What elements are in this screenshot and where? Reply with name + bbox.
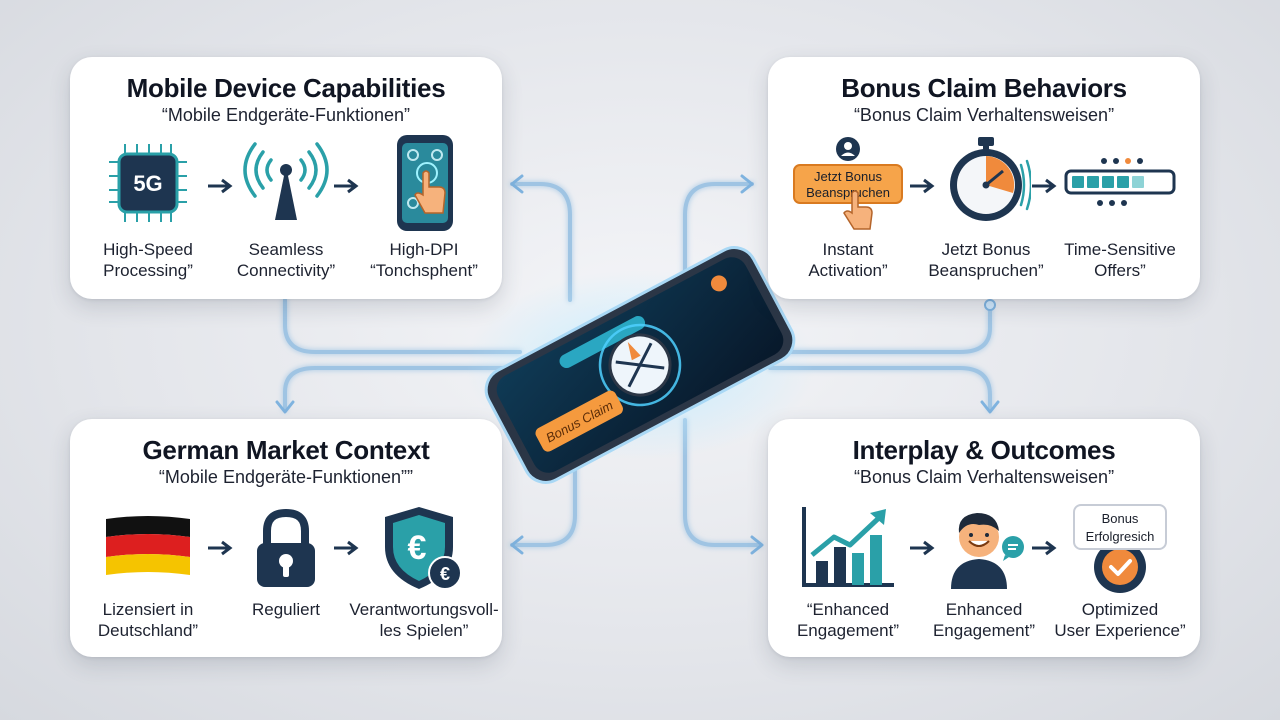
connector-bottom-left xyxy=(283,366,522,412)
panel-bonus-claim-behaviors: Bonus Claim Behaviors “Bonus Claim Verha… xyxy=(768,57,1200,299)
item-label: Instant xyxy=(822,240,874,259)
claim-button-icon: Jetzt Bonus Beanspruchen xyxy=(793,137,903,230)
happy-user-icon xyxy=(951,513,1024,589)
item-label: Processing” xyxy=(103,261,193,280)
panel-subtitle: “Bonus Claim Verhaltensweisen” xyxy=(853,467,1115,487)
item-label: High-Speed xyxy=(103,240,193,259)
growth-chart-icon xyxy=(802,507,894,587)
arrowhead-right-return xyxy=(750,535,764,555)
panel-title: Bonus Claim Behaviors xyxy=(841,73,1127,103)
item-label: Activation” xyxy=(808,261,888,280)
panel-interplay-outcomes: Interplay & Outcomes “Bonus Claim Verhal… xyxy=(768,419,1200,657)
connector-top-right-return xyxy=(768,303,992,354)
connector-bottom-right xyxy=(768,366,992,412)
padlock-icon xyxy=(257,508,315,587)
progress-bar-icon xyxy=(1064,158,1176,206)
panel-title: German Market Context xyxy=(142,435,430,465)
panel-subtitle: “Mobile Endgeräte-Funktionen”” xyxy=(158,467,414,487)
connector-top-right xyxy=(683,182,754,302)
badge-line2: Erfolgresich xyxy=(1086,529,1155,544)
item-label: “Tonchsphent” xyxy=(370,261,478,280)
item-label: High-DPI xyxy=(389,240,459,259)
chip-5g-icon: 5G xyxy=(109,144,187,222)
claim-button-line1: Jetzt Bonus xyxy=(814,169,882,184)
panel-subtitle: “Mobile Endgeräte-Funktionen” xyxy=(161,105,411,125)
signal-tower-icon xyxy=(243,142,329,220)
svg-text:€: € xyxy=(440,564,450,584)
arrow-right-icon xyxy=(208,540,233,556)
item-label: “Enhanced xyxy=(806,600,890,619)
item-label: Offers” xyxy=(1094,261,1146,280)
arrowhead-left-return xyxy=(510,535,524,555)
euro-shield-icon: € € xyxy=(385,507,462,590)
item-label: Enhanced xyxy=(945,600,1023,619)
item-label: les Spielen” xyxy=(379,621,469,640)
item-label: Verantwortungsvoll- xyxy=(349,600,499,619)
arrow-right-icon xyxy=(910,178,935,194)
arrowhead-bottom-right xyxy=(980,400,1000,414)
connector-bottom-right-return xyxy=(683,418,762,547)
svg-text:€: € xyxy=(408,529,427,567)
item-label: Beanspruchen” xyxy=(928,261,1044,280)
item-label: Lizensiert in xyxy=(102,600,194,619)
claim-button-line2: Beanspruchen xyxy=(806,185,890,200)
badge-line1: Bonus xyxy=(1102,511,1139,526)
panel-german-market-context: German Market Context “Mobile Endgeräte-… xyxy=(70,419,502,657)
touch-phone-icon xyxy=(397,135,453,231)
item-label: Engagement” xyxy=(932,621,1036,640)
arrow-right-icon xyxy=(334,540,359,556)
stopwatch-icon xyxy=(950,137,1031,221)
item-label: Optimized xyxy=(1081,600,1159,619)
arrow-right-icon xyxy=(1032,178,1057,194)
arrow-right-icon xyxy=(1032,540,1057,556)
item-label: User Experience” xyxy=(1054,621,1186,640)
panel-title: Mobile Device Capabilities xyxy=(126,73,446,103)
connector-top-left-return xyxy=(283,298,522,354)
chip-text: 5G xyxy=(133,171,162,196)
arrow-right-icon xyxy=(334,178,359,194)
item-label: Deutschland” xyxy=(97,621,199,640)
item-label: Reguliert xyxy=(251,600,321,619)
panel-mobile-device-capabilities: Mobile Device Capabilities “Mobile Endge… xyxy=(70,57,502,299)
connector-bottom-left-return xyxy=(510,418,577,547)
panel-title: Interplay & Outcomes xyxy=(852,435,1116,465)
arrowhead-bottom-left xyxy=(275,400,295,414)
arrowhead-top-left xyxy=(510,174,524,194)
item-label: Jetzt Bonus xyxy=(941,240,1031,259)
panel-subtitle: “Bonus Claim Verhaltensweisen” xyxy=(853,105,1115,125)
arrowhead-top-right xyxy=(740,174,754,194)
german-flag-icon xyxy=(106,516,190,575)
item-label: Time-Sensitive xyxy=(1064,240,1176,259)
item-label: Connectivity” xyxy=(236,261,336,280)
item-label: Engagement” xyxy=(796,621,900,640)
arrow-right-icon xyxy=(910,540,935,556)
arrow-right-icon xyxy=(208,178,233,194)
success-badge-icon: Bonus Erfolgresich xyxy=(1073,504,1167,593)
item-label: Seamless xyxy=(248,240,324,259)
connector-top-left xyxy=(510,182,572,302)
